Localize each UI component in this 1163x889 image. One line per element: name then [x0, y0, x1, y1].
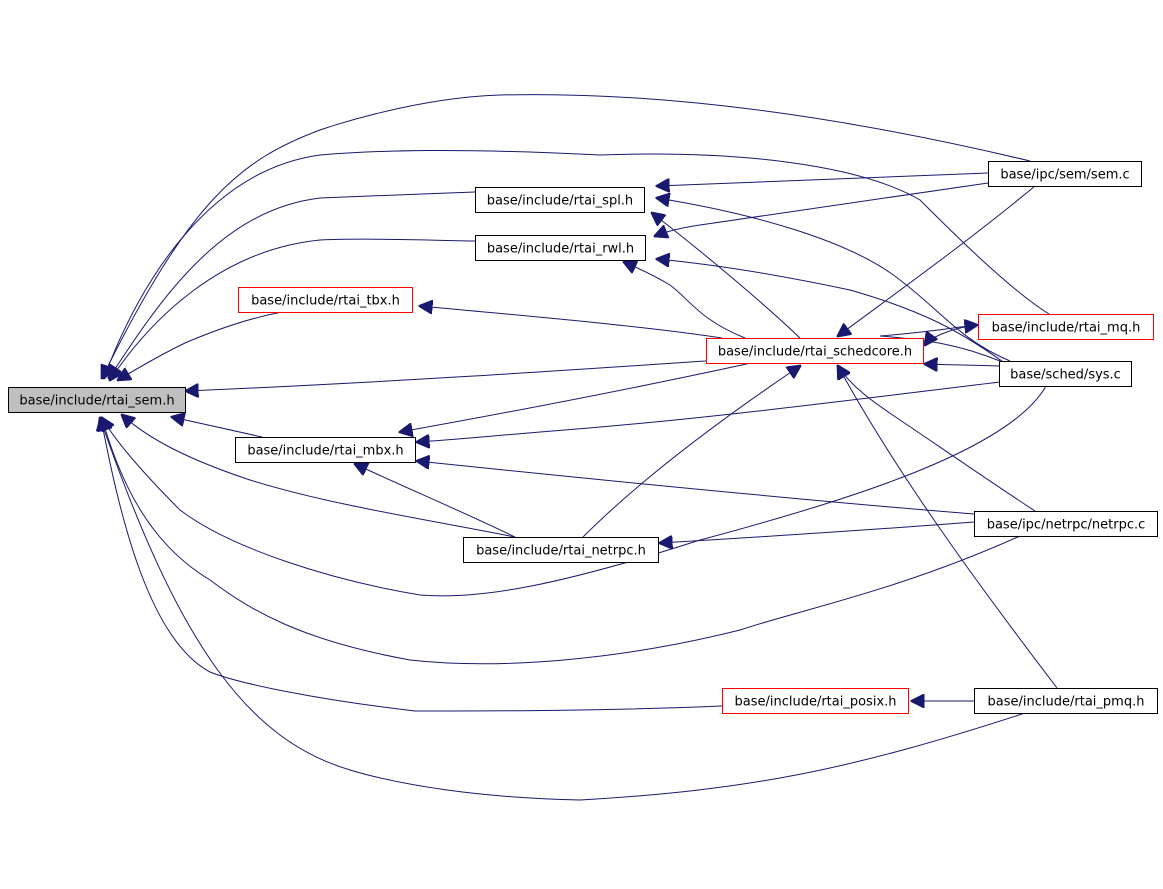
node-rtai_sem[interactable]: base/include/rtai_sem.h: [8, 387, 186, 413]
node-box: [235, 437, 416, 463]
node-rtai_posix[interactable]: base/include/rtai_posix.h: [722, 688, 909, 714]
edge-rtai_pmq-to-rtai_sem: [100, 418, 1026, 801]
node-box: [974, 511, 1158, 537]
edge-sys_c-to-rtai_rwl: [657, 259, 1011, 368]
node-label: base/include/rtai_rwl.h: [487, 242, 634, 257]
edge-sys_c-to-rtai_mq: [879, 325, 1001, 362]
edge-rtai_mq-to-rtai_sem: [104, 149, 1050, 378]
edge-sem_c-to-rtai_sem: [102, 94, 1031, 378]
node-box: [475, 235, 646, 261]
node-rtai_schedcore[interactable]: base/include/rtai_schedcore.h: [706, 338, 924, 364]
node-rtai_rwl[interactable]: base/include/rtai_rwl.h: [475, 235, 646, 261]
edge-sys_c-to-rtai_mbx: [417, 381, 1001, 442]
node-rtai_tbx[interactable]: base/include/rtai_tbx.h: [238, 287, 413, 313]
node-label: base/include/rtai_schedcore.h: [718, 345, 912, 360]
edge-sys_c-to-rtai_spl: [657, 198, 1011, 362]
node-sys_c[interactable]: base/sched/sys.c: [999, 361, 1132, 387]
edge-rtai_schedcore-to-rtai_mbx: [400, 362, 752, 432]
node-label: base/include/rtai_sem.h: [19, 394, 174, 409]
edge-sys_c-to-rtai_sem: [102, 385, 1047, 597]
node-box: [463, 537, 659, 563]
node-box: [999, 361, 1132, 387]
edge-netrpc_c-to-rtai_netrpc: [660, 521, 975, 543]
node-rtai_spl[interactable]: base/include/rtai_spl.h: [475, 187, 645, 213]
edge-rtai_schedcore-to-rtai_sem: [186, 357, 752, 391]
node-box: [978, 314, 1154, 340]
edge-rtai_pmq-to-rtai_schedcore: [838, 366, 1058, 689]
edge-rtai_posix-to-rtai_sem: [101, 418, 723, 712]
node-netrpc_c[interactable]: base/ipc/netrpc/netrpc.c: [974, 511, 1158, 537]
node-label: base/include/rtai_mbx.h: [247, 444, 403, 459]
node-rtai_netrpc[interactable]: base/include/rtai_netrpc.h: [463, 537, 659, 563]
edge-rtai_rwl-to-rtai_sem: [110, 238, 476, 380]
node-label: base/sched/sys.c: [1010, 368, 1121, 383]
edge-rtai_tbx-to-rtai_sem: [118, 311, 283, 380]
node-box: [238, 287, 413, 313]
edge-netrpc_c-to-rtai_mbx: [417, 461, 975, 515]
node-rtai_mbx[interactable]: base/include/rtai_mbx.h: [235, 437, 416, 463]
node-box: [8, 387, 186, 413]
node-box: [475, 187, 645, 213]
edge-rtai_mbx-to-rtai_sem: [172, 417, 263, 438]
edges-layer: [100, 94, 1058, 801]
edge-rtai_netrpc-to-rtai_sem: [122, 415, 516, 538]
edge-rtai_schedcore-to-rtai_tbx: [420, 306, 723, 339]
edge-rtai_schedcore-to-rtai_spl: [652, 213, 801, 339]
node-box: [706, 338, 924, 364]
node-label: base/ipc/netrpc/netrpc.c: [987, 518, 1146, 533]
node-label: base/include/rtai_pmq.h: [988, 695, 1145, 710]
node-label: base/ipc/sem/sem.c: [1000, 168, 1129, 183]
node-box: [988, 161, 1142, 187]
edge-netrpc_c-to-rtai_schedcore: [838, 366, 1036, 512]
node-sem_c[interactable]: base/ipc/sem/sem.c: [988, 161, 1142, 187]
edge-sys_c-to-rtai_schedcore: [925, 364, 1000, 366]
node-rtai_pmq[interactable]: base/include/rtai_pmq.h: [974, 688, 1158, 714]
node-rtai_mq[interactable]: base/include/rtai_mq.h: [978, 314, 1154, 340]
edge-rtai_netrpc-to-rtai_mbx: [355, 464, 516, 538]
edge-rtai_netrpc-to-rtai_schedcore: [582, 366, 800, 538]
node-label: base/include/rtai_posix.h: [734, 695, 896, 710]
node-label: base/include/rtai_netrpc.h: [476, 544, 646, 559]
edge-rtai_spl-to-rtai_sem: [109, 191, 476, 378]
edge-sem_c-to-rtai_spl: [657, 172, 989, 186]
node-box: [974, 688, 1158, 714]
nodes-layer: base/include/rtai_sem.h base/include/rtai…: [8, 161, 1158, 714]
edge-sem_c-to-rtai_rwl: [655, 182, 989, 236]
node-label: base/include/rtai_spl.h: [487, 194, 633, 209]
node-box: [722, 688, 909, 714]
node-label: base/include/rtai_mq.h: [992, 321, 1141, 336]
edge-sem_c-to-rtai_schedcore: [838, 185, 1036, 336]
node-label: base/include/rtai_tbx.h: [251, 294, 400, 309]
edge-rtai_schedcore-to-rtai_rwl: [624, 262, 746, 339]
edge-netrpc_c-to-rtai_sem: [102, 418, 1021, 665]
